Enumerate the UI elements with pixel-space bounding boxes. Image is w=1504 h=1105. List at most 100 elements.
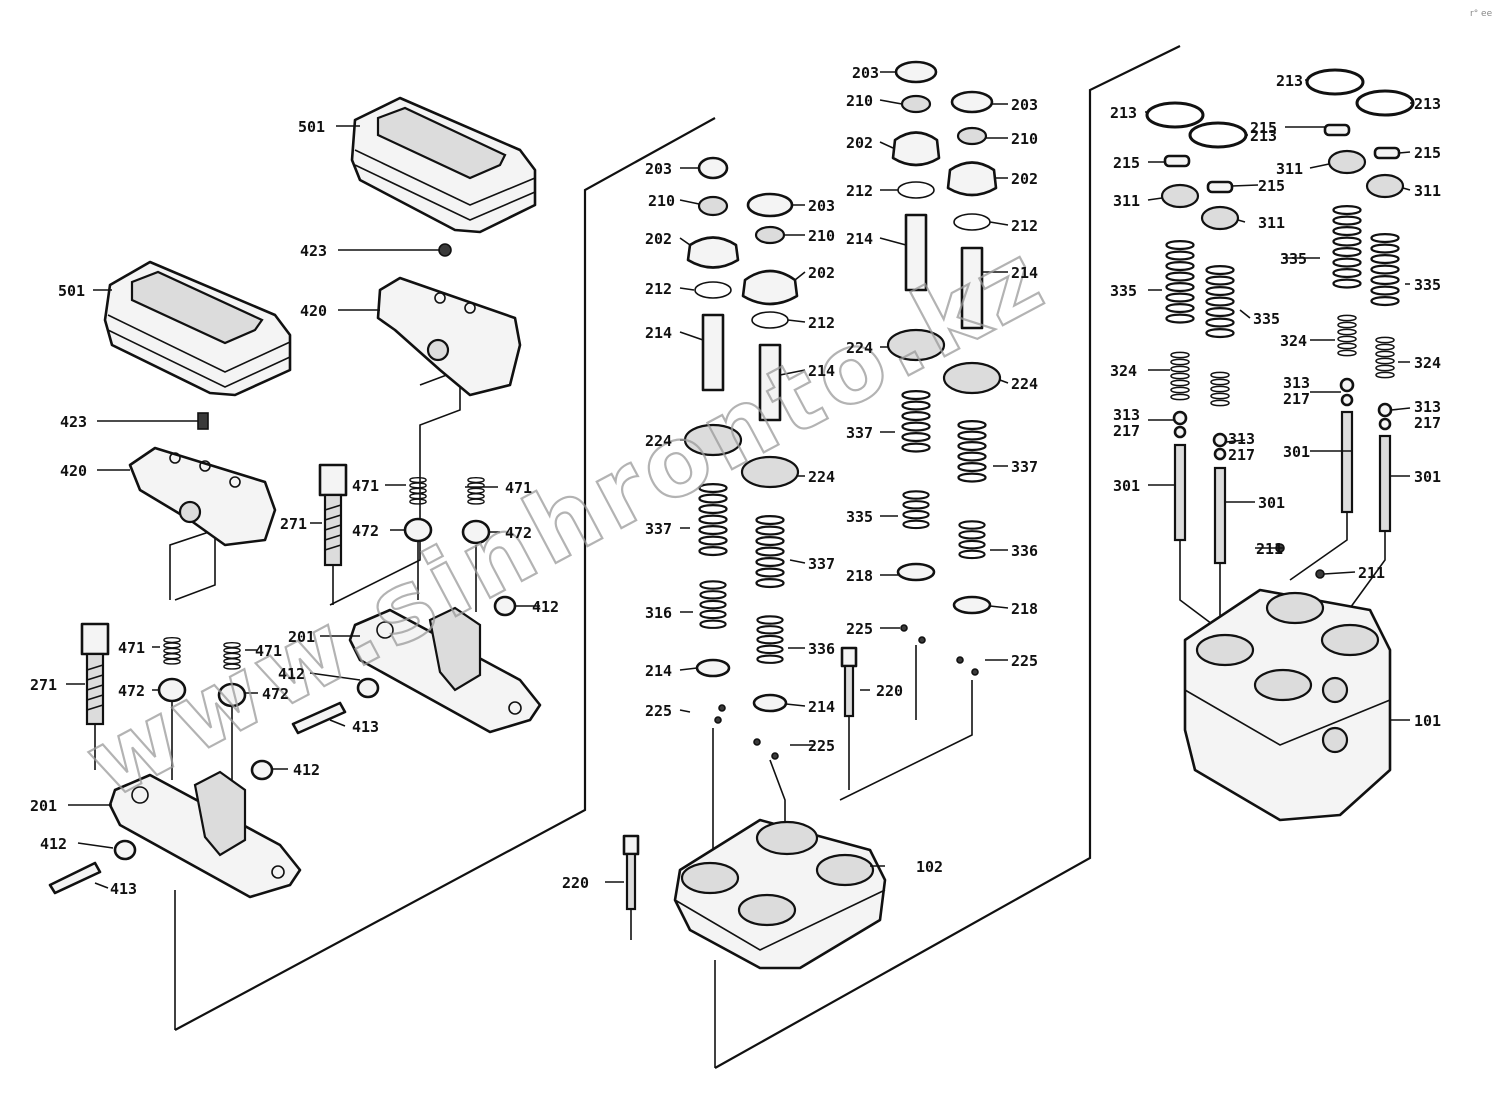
part-label: 203 [645,160,672,178]
part-label: 420 [300,302,327,320]
part-label: 301 [1283,443,1310,461]
housing-101 [1183,543,1392,822]
part-label: 335 [1253,310,1280,328]
left-leader-lines [66,125,540,889]
part-label: 472 [118,682,145,700]
part-label: 337 [645,520,672,538]
part-label: 210 [648,192,675,210]
part-label: 215 [1258,177,1285,195]
part-label: 271 [30,676,57,694]
part-label: 217 [1113,422,1140,440]
part-label: 225 [846,620,873,638]
part-label: 412 [293,761,320,779]
part-label: 413 [110,880,137,898]
middle-valve-column-c [886,60,946,720]
part-labels: 501 423 420 501 423 420 271 471 472 471 … [30,64,1441,898]
part-label: 202 [808,264,835,282]
part-label: 313 [1113,406,1140,424]
part-label: 471 [118,639,145,657]
part-label: 202 [1011,170,1038,188]
base-plate-201-upper [348,606,542,734]
part-label: 324 [1280,332,1307,350]
pin-423 [197,243,452,430]
part-label: 102 [916,858,943,876]
part-label: 212 [808,314,835,332]
part-label: 301 [1414,468,1441,486]
part-label: 311 [1276,160,1303,178]
part-label: 210 [1011,130,1038,148]
bolt-271-upper [318,463,348,567]
part-label: 212 [846,182,873,200]
part-label: 412 [532,598,559,616]
part-label: 335 [1414,276,1441,294]
part-label: 472 [505,524,532,542]
part-label: 218 [1011,600,1038,618]
part-label: 313 [1228,430,1255,448]
part-label: 225 [808,737,835,755]
part-label: 203 [808,197,835,215]
part-label: 211 [1358,564,1385,582]
part-label: 101 [1414,712,1441,730]
corner-mark: r° ee [1470,9,1493,19]
part-label: 211 [1256,540,1283,558]
middle-valve-column-d [839,90,1002,801]
right-valve-column-c [1289,123,1367,581]
right-valve-column-a [1160,154,1221,631]
pins-412-413 [48,595,517,895]
part-label: 203 [852,64,879,82]
part-label: 213 [1110,104,1137,122]
part-label: 214 [1011,264,1038,282]
part-label: 423 [60,413,87,431]
part-label: 335 [1110,282,1137,300]
part-label: 501 [298,118,325,136]
part-label: 311 [1258,214,1285,232]
part-label: 214 [645,662,672,680]
part-label: 224 [808,468,835,486]
part-label: 311 [1414,182,1441,200]
part-label: 335 [1280,250,1307,268]
part-label: 413 [352,718,379,736]
part-label: 335 [846,508,873,526]
part-label: 212 [1011,217,1038,235]
part-label: 214 [846,230,873,248]
part-label: 213 [1414,95,1441,113]
part-label: 313 [1283,374,1310,392]
part-label: 215 [1113,154,1140,172]
part-label: 420 [60,462,87,480]
pedal-cover-lower [103,260,292,397]
part-label: 220 [562,874,589,892]
part-label: 301 [1113,477,1140,495]
part-label: 337 [808,555,835,573]
nut-472-group [157,517,491,708]
base-plate-201-lower [108,770,302,899]
part-label: 217 [1228,446,1255,464]
part-label: 501 [58,282,85,300]
part-label: 271 [280,515,307,533]
part-label: 210 [846,92,873,110]
housing-102 [673,818,887,970]
right-valve-column-b [1200,180,1240,640]
part-label: 224 [1011,375,1038,393]
part-label: 225 [1011,652,1038,670]
part-label: 218 [846,567,873,585]
part-label: 412 [278,665,305,683]
part-label: 224 [645,432,672,450]
part-label: 210 [808,227,835,245]
part-label: 224 [846,339,873,357]
pedal-bracket-upper [376,276,522,397]
part-label: 336 [1011,542,1038,560]
part-label: 202 [846,134,873,152]
right-leader-lines [1145,79,1413,721]
part-label: 203 [1011,96,1038,114]
part-label: 471 [505,479,532,497]
part-label: 412 [40,835,67,853]
part-label: 336 [808,640,835,658]
part-label: 313 [1414,398,1441,416]
part-label: 311 [1113,192,1140,210]
right-valve-column-d [1344,146,1405,616]
middle-valve-column-a [683,156,743,862]
middle-valve-column-b [740,192,800,830]
part-label: 217 [1283,390,1310,408]
part-label: 316 [645,604,672,622]
